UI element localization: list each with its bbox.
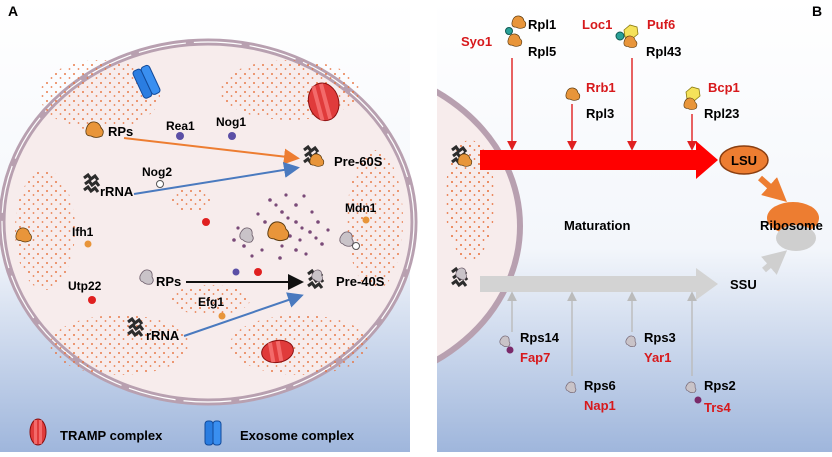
legend-tramp-label: TRAMP complex <box>60 428 163 443</box>
loc1-puf6-rpl43-group: Loc1 Puf6 Rpl43 <box>582 17 681 151</box>
label-rps3: Rps3 <box>644 330 676 345</box>
pre40s-icon <box>306 269 325 290</box>
label-ssu: SSU <box>730 277 757 292</box>
ribosome-small-icon <box>776 225 816 251</box>
label-rrna-bottom: rRNA <box>146 328 180 343</box>
tramp-complex-icon <box>307 82 340 122</box>
label-fap7: Fap7 <box>520 350 550 365</box>
label-ribosome: Ribosome <box>760 218 823 233</box>
label-nog2: Nog2 <box>142 165 172 179</box>
mdn1-icon <box>362 216 370 224</box>
label-yar1: Yar1 <box>644 350 671 365</box>
label-rps2: Rps2 <box>704 378 736 393</box>
legend-exosome-icon <box>204 420 222 446</box>
label-rps-top: RPs <box>108 124 133 139</box>
label-pre40s: Pre-40S <box>336 274 385 289</box>
label-pre60s: Pre-60S <box>334 154 383 169</box>
red-factor-dot-2 <box>254 268 262 276</box>
label-rps-bottom: RPs <box>156 274 181 289</box>
utp22-icon <box>88 296 96 304</box>
label-rpl1: Rpl1 <box>528 17 556 32</box>
syo1-rpl1-rpl5-group: Syo1 Rpl1 Rpl5 <box>461 15 556 151</box>
rps14-fap7-group: Rps14 Fap7 <box>499 291 560 365</box>
legend-exosome-label: Exosome complex <box>240 428 355 443</box>
arrow-lsu-to-ribosome <box>758 175 787 202</box>
lsu-icon <box>719 145 769 175</box>
rrb1-rpl3-group: Rrb1 Rpl3 <box>565 80 616 151</box>
label-lsu: LSU <box>731 153 757 168</box>
ribosome-large-icon <box>767 202 819 234</box>
label-bcp1: Bcp1 <box>708 80 740 95</box>
nuclear-pores <box>1 41 415 403</box>
legend: TRAMP complex Exosome complex <box>29 418 355 446</box>
label-rpl3: Rpl3 <box>586 106 614 121</box>
panel-a: A <box>0 3 418 446</box>
label-efg1: Efg1 <box>198 295 224 309</box>
arrow-rrna-to-pre40s <box>183 292 304 337</box>
panel-b: B Syo1 Rpl1 Rpl5 <box>437 3 823 415</box>
label-rps14: Rps14 <box>520 330 560 345</box>
label-nog1: Nog1 <box>216 115 246 129</box>
nucleolus <box>232 193 330 260</box>
bcp1-rpl23-group: Bcp1 Rpl23 <box>683 80 740 151</box>
efg1-icon <box>218 312 226 320</box>
panel-b-letter: B <box>812 3 822 19</box>
white-factor-dot <box>352 242 360 250</box>
label-mdn1: Mdn1 <box>345 201 377 215</box>
arrow-rps-to-pre60s <box>123 137 300 165</box>
label-rpl23: Rpl23 <box>704 106 739 121</box>
label-rrna-top: rRNA <box>100 184 134 199</box>
label-rpl43: Rpl43 <box>646 44 681 59</box>
label-rea1: Rea1 <box>166 119 195 133</box>
tramp-complex-bottom-icon <box>261 339 294 364</box>
arrow-rrna-to-pre60s <box>133 162 300 195</box>
label-nap1: Nap1 <box>584 398 616 413</box>
rps6-nap1-group: Rps6 Nap1 <box>565 291 616 413</box>
red-factor-dot <box>202 218 210 226</box>
label-maturation: Maturation <box>564 218 631 233</box>
exosome-complex-icon <box>132 64 161 99</box>
ssu-maturation-arrow <box>480 268 718 300</box>
rps3-yar1-group: Rps3 Yar1 <box>625 291 676 365</box>
rrna-bottom-icon <box>126 317 145 338</box>
purple-factor-dot <box>232 268 240 276</box>
rea1-icon <box>176 132 184 140</box>
nog1-icon <box>228 132 236 140</box>
panel-b-pre40s-icon <box>450 267 469 288</box>
ifh1-icon <box>84 240 92 248</box>
label-trs4: Trs4 <box>704 400 732 415</box>
label-puf6: Puf6 <box>647 17 675 32</box>
rps2-trs4-group: Rps2 Trs4 <box>685 291 736 415</box>
arrow-ssu-to-ribosome <box>761 250 788 275</box>
label-rrb1: Rrb1 <box>586 80 616 95</box>
lsu-maturation-arrow <box>480 141 718 179</box>
label-loc1: Loc1 <box>582 17 612 32</box>
label-rps6: Rps6 <box>584 378 616 393</box>
label-ifh1: Ifh1 <box>72 225 94 239</box>
nog2-icon <box>156 180 164 188</box>
label-syo1: Syo1 <box>461 34 492 49</box>
label-rpl5: Rpl5 <box>528 44 556 59</box>
rrna-top-icon <box>82 173 101 194</box>
panel-a-letter: A <box>8 3 18 19</box>
label-utp22: Utp22 <box>68 279 102 293</box>
legend-tramp-icon <box>29 418 47 446</box>
